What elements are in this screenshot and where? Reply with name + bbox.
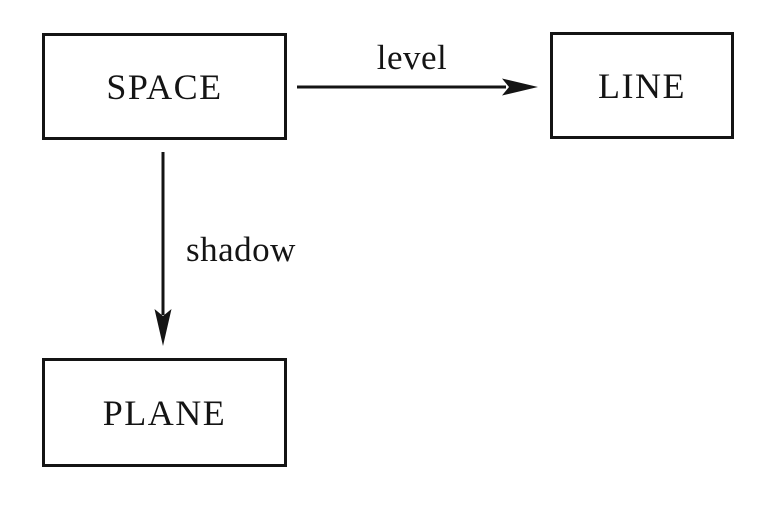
node-line: LINE	[550, 32, 734, 139]
node-space: SPACE	[42, 33, 287, 140]
edge-label-level: level	[376, 38, 448, 77]
edge-space-to-line-arrow	[297, 78, 538, 96]
edge-space-to-plane-arrow	[154, 152, 172, 346]
node-line-label: LINE	[598, 65, 686, 106]
node-plane-label: PLANE	[102, 392, 227, 433]
arrow-head-right-icon	[502, 78, 538, 96]
arrow-head-down-icon	[154, 309, 172, 346]
node-plane: PLANE	[42, 358, 287, 467]
node-space-label: SPACE	[106, 66, 223, 107]
edge-label-shadow: shadow	[186, 230, 296, 269]
